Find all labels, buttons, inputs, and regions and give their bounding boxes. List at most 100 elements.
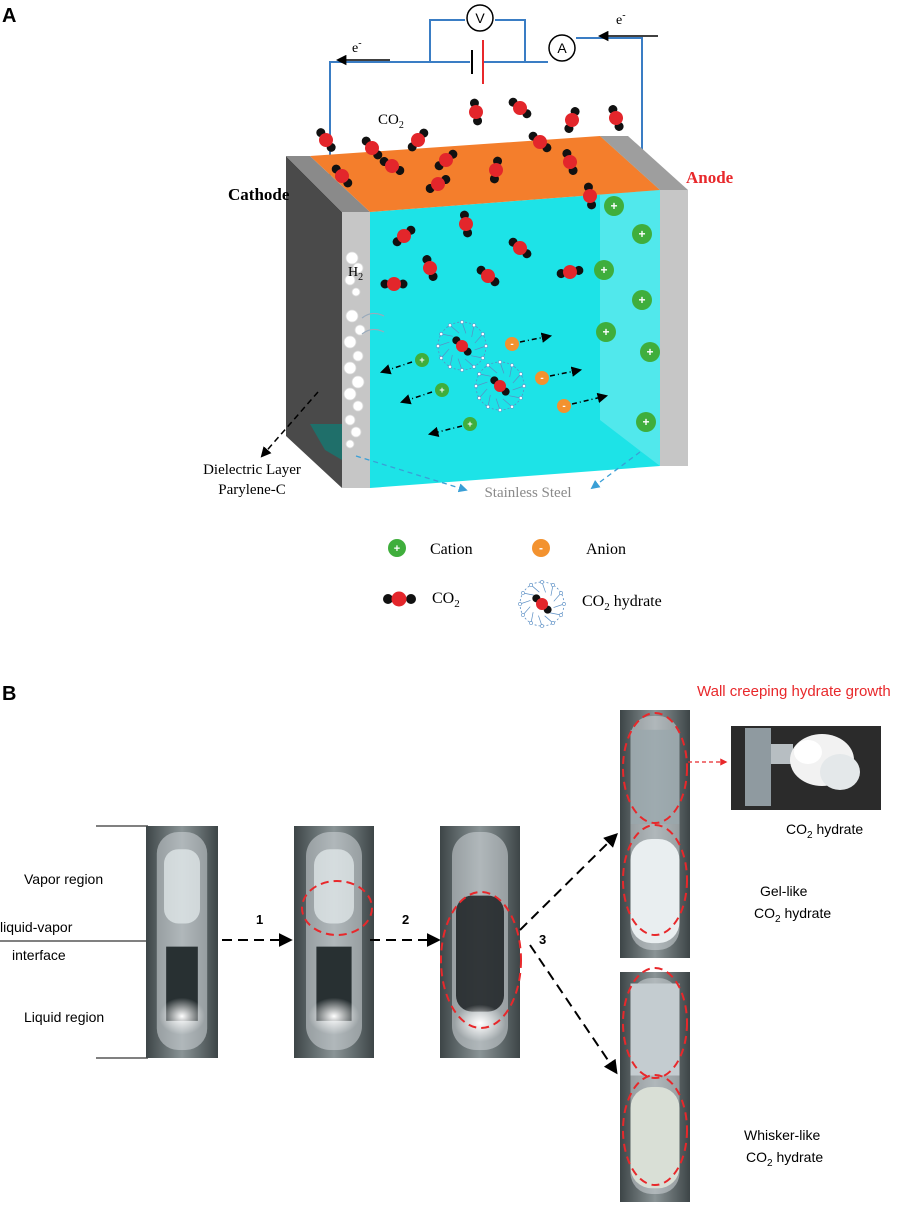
cathode-label: Cathode <box>228 185 290 204</box>
cation-icon: + <box>632 224 652 244</box>
vapor-space <box>314 849 354 924</box>
co2-molecule-icon <box>316 128 336 152</box>
cathode-top-edge <box>286 156 370 212</box>
electrolyte-side <box>600 136 660 466</box>
h2-bubble <box>350 426 362 438</box>
ions: ++++++++++--- <box>415 196 660 432</box>
whisker-label-line2: CO2 hydrate <box>746 1149 823 1169</box>
cation-icon: + <box>632 290 652 310</box>
h2-bubble <box>352 400 364 412</box>
ion-arrow <box>549 366 583 377</box>
vapor-region-label: Vapor region <box>24 871 103 887</box>
svg-text:-: - <box>510 339 513 350</box>
panel-a-label: A <box>2 5 16 27</box>
co2-molecule-icon <box>331 164 353 188</box>
anion-icon: - <box>535 371 549 385</box>
svg-text:+: + <box>467 419 472 429</box>
light-glow <box>454 1004 506 1042</box>
h2-bubble <box>354 324 366 336</box>
svg-text:+: + <box>419 355 424 365</box>
dielectric-label-line2: Parylene-C <box>218 482 285 498</box>
co2-molecules <box>316 97 624 291</box>
legend-hydrate-icon <box>518 580 566 628</box>
co2-label: CO2 <box>378 112 404 131</box>
gel-label-line1: Gel-like <box>760 883 808 899</box>
hydrate-cage-icon <box>474 360 526 412</box>
hydrate-cage-icon <box>518 580 566 628</box>
wall-growth-title: Wall creeping hydrate growth <box>697 683 891 700</box>
co2-molecule-icon <box>459 210 473 238</box>
ion-arrow <box>380 361 413 375</box>
cation-icon: + <box>415 353 429 367</box>
liquid-region-label: Liquid region <box>24 1009 104 1025</box>
svg-text:+: + <box>394 543 400 555</box>
ion-arrow <box>519 332 553 343</box>
gel-label-line2: CO2 hydrate <box>754 905 831 925</box>
co2-molecule-icon <box>422 255 438 281</box>
hydrate-mass <box>456 895 504 1012</box>
h2-bubble <box>343 361 357 375</box>
cation-icon: + <box>594 260 614 280</box>
h2-bubble <box>343 387 357 401</box>
h2-bubble <box>352 350 364 362</box>
anion-icon: - <box>505 337 519 351</box>
co2-molecule-icon <box>476 265 500 287</box>
anode-label: Anode <box>686 168 734 187</box>
legend-anion-label: Anion <box>586 541 626 558</box>
svg-text:+: + <box>602 325 609 339</box>
cation-icon: + <box>463 417 477 431</box>
tube-photo-step2 <box>440 826 520 1058</box>
co2-molecule-icon <box>556 265 584 279</box>
co2-molecule-icon <box>407 128 429 152</box>
co2-molecule-icon <box>508 97 532 119</box>
voltmeter-icon: V <box>466 4 494 32</box>
svg-text:-: - <box>540 373 543 384</box>
ion-arrow <box>400 391 433 405</box>
h2-bubble <box>351 287 361 297</box>
h2-bubble <box>344 414 356 426</box>
h2-label: H2 <box>348 265 363 283</box>
tube-photo-step1 <box>294 826 374 1058</box>
co2-molecule-icon <box>434 149 458 171</box>
h2-bubble <box>345 309 359 323</box>
co2-molecule-icon <box>564 107 580 133</box>
stainless-steel-label: Stainless Steel <box>484 485 571 501</box>
hydrate-cage-icon <box>436 320 488 372</box>
step-1-label: 1 <box>256 912 263 927</box>
svg-text:+: + <box>638 293 645 307</box>
legend-cation-label: Cation <box>430 541 473 558</box>
cation-icon: + <box>435 383 449 397</box>
wall-hydrate <box>630 729 680 825</box>
ion-arrow <box>427 425 463 438</box>
co2-molecule-icon <box>562 149 578 175</box>
h2-bubble <box>352 262 364 274</box>
h2-bubble <box>344 274 356 286</box>
legend: + Cation - Anion CO2 CO2 hydrate <box>383 539 662 628</box>
ammeter-icon: A <box>548 34 576 62</box>
electron-right-label: e- <box>616 10 626 28</box>
tube-photo-whisker <box>620 972 690 1202</box>
legend-anion-icon: - <box>532 539 550 557</box>
step-3-label: 3 <box>539 932 546 947</box>
co2-molecule-icon <box>608 105 624 131</box>
h2-bubble <box>343 335 357 349</box>
legend-cation-icon: + <box>388 539 406 557</box>
legend-hydrate-label: CO2 hydrate <box>582 593 662 613</box>
svg-text:+: + <box>439 385 444 395</box>
hydrate-cages <box>436 320 526 412</box>
co2-molecule-icon <box>425 175 451 193</box>
co2-molecule-icon <box>392 225 416 247</box>
electron-left-label: e- <box>352 38 362 56</box>
h2-bubble <box>351 375 365 389</box>
co2-molecule-icon <box>380 277 408 291</box>
legend-co2-icon <box>383 591 416 607</box>
svg-text:+: + <box>600 263 607 277</box>
whisker-label-line1: Whisker-like <box>744 1127 820 1143</box>
gel-hydrate <box>630 838 680 944</box>
h2-bubbles <box>343 251 366 449</box>
photo-caption: CO2 hydrate <box>786 821 863 841</box>
cathode-plate-corner <box>310 424 342 460</box>
h2-bubble <box>345 439 355 449</box>
ammeter-label: A <box>557 40 567 56</box>
